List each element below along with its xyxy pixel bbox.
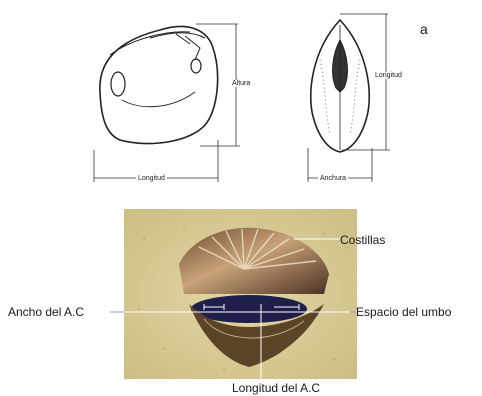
top-view-shell [311, 20, 370, 152]
side-view-dimensions [94, 24, 240, 182]
shell-drawings [0, 0, 482, 200]
shell-photo [124, 209, 357, 379]
figure-letter: a [420, 22, 428, 36]
width-label: Anchura [318, 175, 348, 182]
length-label-side: Longitud [136, 175, 167, 182]
ac-width-label: Ancho del A.C [8, 306, 84, 318]
ac-length-label: Longitud del A.C [232, 382, 320, 394]
umbo-space-label: Espacio del umbo [356, 306, 451, 318]
ribs-label: Costillas [340, 234, 385, 246]
side-view-shell [100, 26, 218, 143]
length-label-top: Longitud [374, 72, 403, 79]
top-view-dimensions [308, 14, 390, 182]
height-label: Altura [231, 80, 251, 87]
